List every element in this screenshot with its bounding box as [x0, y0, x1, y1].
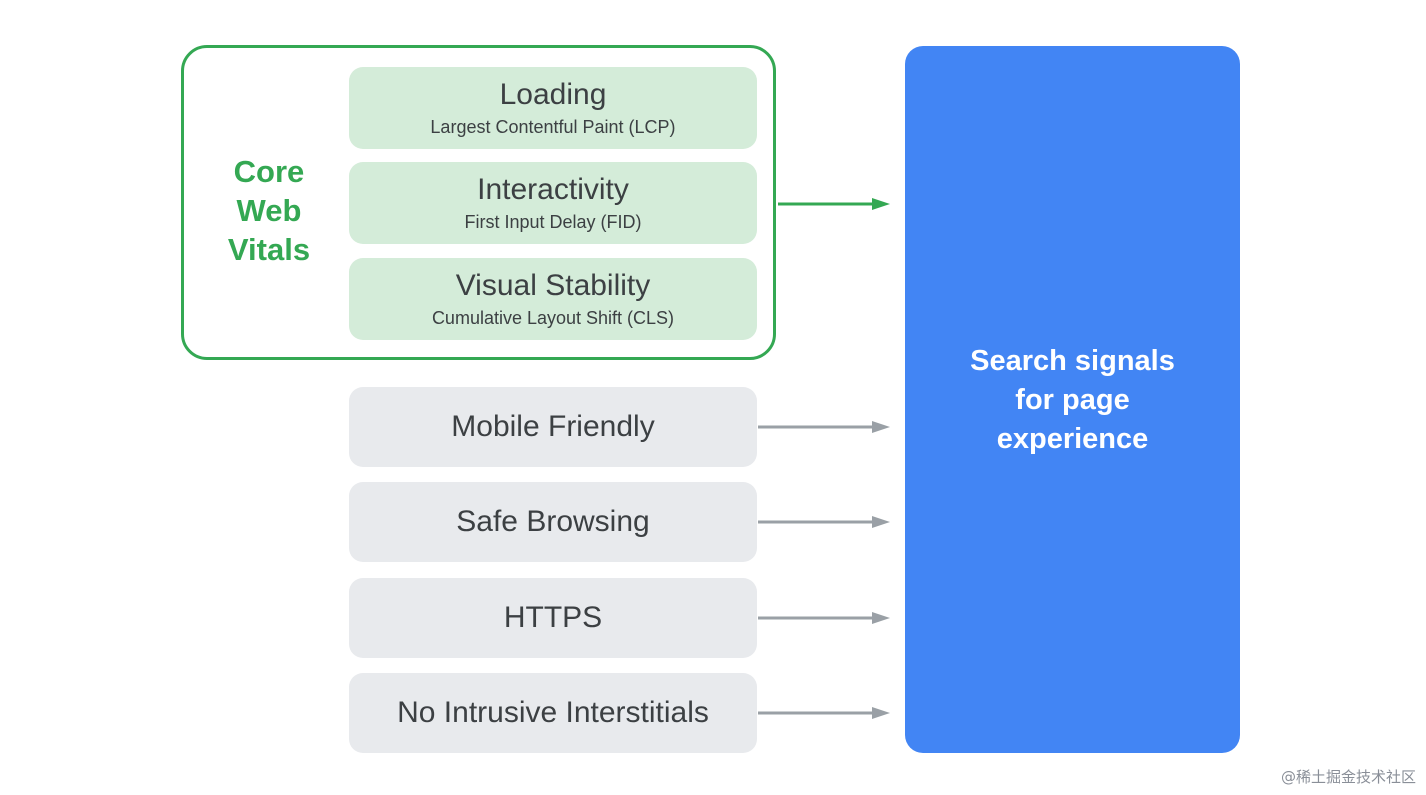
metric-subtitle: First Input Delay (FID)	[464, 212, 642, 232]
signal-label: HTTPS	[503, 601, 603, 634]
page-experience-label-line: for page	[1015, 384, 1130, 416]
signal-box-safe-browsing: Safe Browsing	[349, 482, 757, 562]
signal-label: Mobile Friendly	[451, 410, 655, 443]
signal-box-mobile-friendly: Mobile Friendly	[349, 387, 757, 467]
safe-browsing-arrow	[758, 516, 890, 528]
metric-subtitle: Cumulative Layout Shift (CLS)	[431, 308, 675, 328]
core-web-vitals-label-line: Vitals	[227, 232, 311, 267]
metric-title: Visual Stability	[455, 269, 651, 302]
core-web-vitals-label-line: Core	[233, 154, 305, 189]
signal-box-https: HTTPS	[349, 578, 757, 658]
metric-box-visual-stability: Visual Stability Cumulative Layout Shift…	[349, 258, 757, 340]
page-experience-label: Search signals for page experience	[905, 342, 1240, 459]
metric-title: Interactivity	[477, 173, 629, 206]
core-web-vitals-label-line: Web	[236, 193, 302, 228]
page-experience-box	[905, 46, 1240, 753]
signal-label: Safe Browsing	[456, 505, 650, 538]
metric-box-interactivity: Interactivity First Input Delay (FID)	[349, 162, 757, 244]
signal-box-no-intrusive-interstitials: No Intrusive Interstitials	[349, 673, 757, 753]
metric-subtitle: Largest Contentful Paint (LCP)	[430, 117, 676, 137]
core-web-vitals-arrow	[778, 198, 890, 210]
page-experience-label-line: Search signals	[970, 345, 1175, 377]
signal-label: No Intrusive Interstitials	[397, 696, 709, 729]
https-arrow	[758, 612, 890, 624]
core-web-vitals-group	[181, 45, 776, 360]
watermark: @稀土掘金技术社区	[1280, 768, 1416, 786]
metric-title: Loading	[499, 78, 607, 111]
page-experience-label-line: experience	[996, 423, 1149, 455]
core-web-vitals-label: Core Web Vitals	[206, 152, 332, 269]
mobile-friendly-arrow	[758, 421, 890, 433]
metric-box-loading: Loading Largest Contentful Paint (LCP)	[349, 67, 757, 149]
no-intrusive-interstitials-arrow	[758, 707, 890, 719]
